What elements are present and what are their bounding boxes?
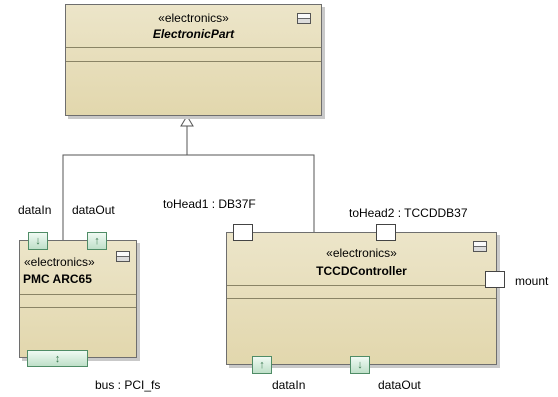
flow-out-icon: ↑ [259, 359, 265, 371]
block-stereotype: «electronics» [158, 11, 229, 25]
generalization-arrowhead [180, 115, 194, 127]
generalization-line [62, 125, 188, 240]
pmc-bus-port[interactable]: ↕ [27, 350, 88, 367]
block-stereotype: «electronics» [326, 246, 397, 260]
tccd-tohead1-label: toHead1 : DB37F [163, 197, 256, 211]
flow-out-icon: ↑ [94, 235, 100, 247]
tccd-datain-port[interactable]: ↑ [252, 356, 272, 374]
flow-in-icon: ↓ [357, 359, 363, 371]
attributes-compartment [66, 47, 321, 48]
tccd-datain-label: dataIn [272, 378, 306, 392]
flow-in-icon: ↓ [35, 235, 41, 247]
pmc-bus-label: bus : PCI_fs [95, 378, 161, 392]
block-compartment-icon [116, 251, 130, 262]
attributes-compartment [20, 294, 136, 295]
tccd-mount-label: mount [515, 274, 549, 288]
block-compartment-icon [297, 13, 311, 24]
electronic-part-block[interactable]: «electronics» ElectronicPart [65, 4, 322, 116]
tccd-dataout-label: dataOut [378, 378, 421, 392]
block-stereotype: «electronics» [24, 255, 95, 269]
tccd-dataout-port[interactable]: ↓ [350, 356, 370, 374]
block-compartment-icon [473, 241, 487, 252]
pmc-dataout-port[interactable]: ↑ [87, 232, 107, 250]
tccd-tohead1-port[interactable] [233, 224, 253, 241]
pmc-dataout-label: dataOut [72, 203, 115, 217]
pmc-datain-label: dataIn [18, 203, 52, 217]
pmc-arc65-block[interactable]: «electronics» PMC ARC65 [19, 240, 137, 358]
block-name: TCCDController [316, 264, 407, 278]
attributes-compartment [227, 285, 496, 286]
generalization-line [187, 154, 315, 232]
pmc-datain-port[interactable]: ↓ [28, 232, 48, 250]
flow-inout-icon: ↕ [54, 353, 61, 365]
tccd-controller-block[interactable]: «electronics» TCCDController [226, 232, 497, 365]
operations-compartment [20, 307, 136, 308]
tccd-tohead2-port[interactable] [376, 224, 396, 241]
tccd-tohead2-label: toHead2 : TCCDDB37 [349, 206, 468, 220]
block-name: ElectronicPart [152, 27, 235, 41]
operations-compartment [66, 61, 321, 62]
block-name: PMC ARC65 [23, 272, 92, 286]
operations-compartment [227, 298, 496, 299]
tccd-mount-port[interactable] [485, 271, 505, 288]
